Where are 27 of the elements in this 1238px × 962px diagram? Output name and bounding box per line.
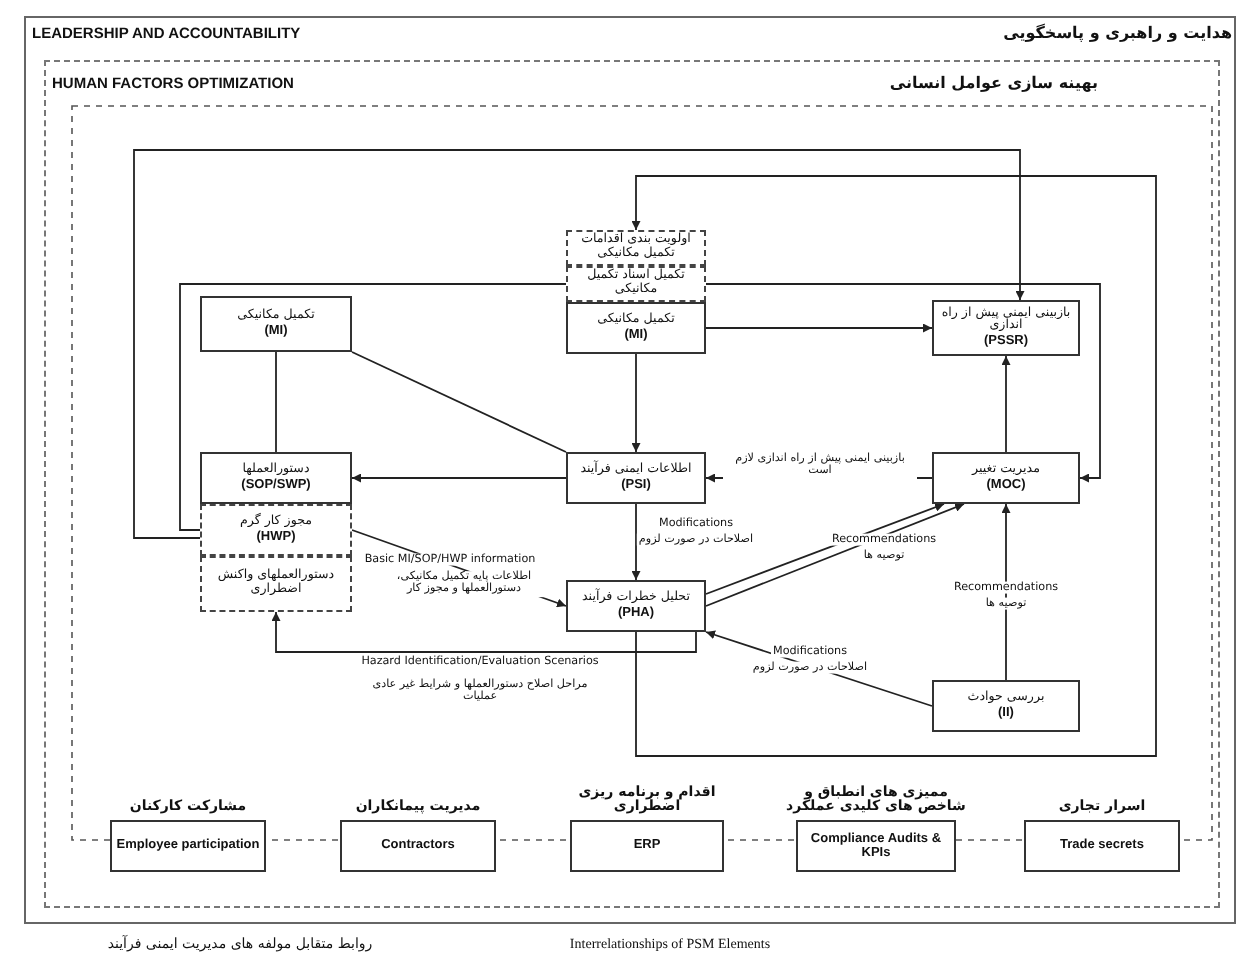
arrow <box>271 611 697 653</box>
process-box <box>932 680 1080 732</box>
arrow <box>705 323 933 333</box>
connector-line <box>179 283 567 531</box>
connector-line <box>275 351 277 453</box>
process-box <box>566 452 706 504</box>
dashed-box <box>200 504 352 556</box>
process-box <box>566 302 706 354</box>
process-box <box>566 580 706 632</box>
arrow <box>351 473 567 483</box>
arrow <box>133 149 1025 539</box>
connector-line <box>351 351 567 453</box>
process-box <box>200 296 352 352</box>
arrow <box>631 353 641 453</box>
arrow <box>631 503 641 581</box>
dashed-box <box>566 266 706 302</box>
process-box <box>200 452 352 504</box>
arrow <box>1001 355 1011 453</box>
dashed-box <box>200 556 352 612</box>
arrow <box>1001 503 1011 681</box>
process-box <box>932 452 1080 504</box>
section-heading: هدایت و راهبری و پاسخگویی <box>1003 24 1232 42</box>
process-box <box>932 300 1080 356</box>
arrow <box>631 175 1157 757</box>
dashed-box <box>566 230 706 266</box>
arrow <box>705 283 1101 483</box>
section-heading: بهینه سازی عوامل انسانی <box>889 74 1098 92</box>
